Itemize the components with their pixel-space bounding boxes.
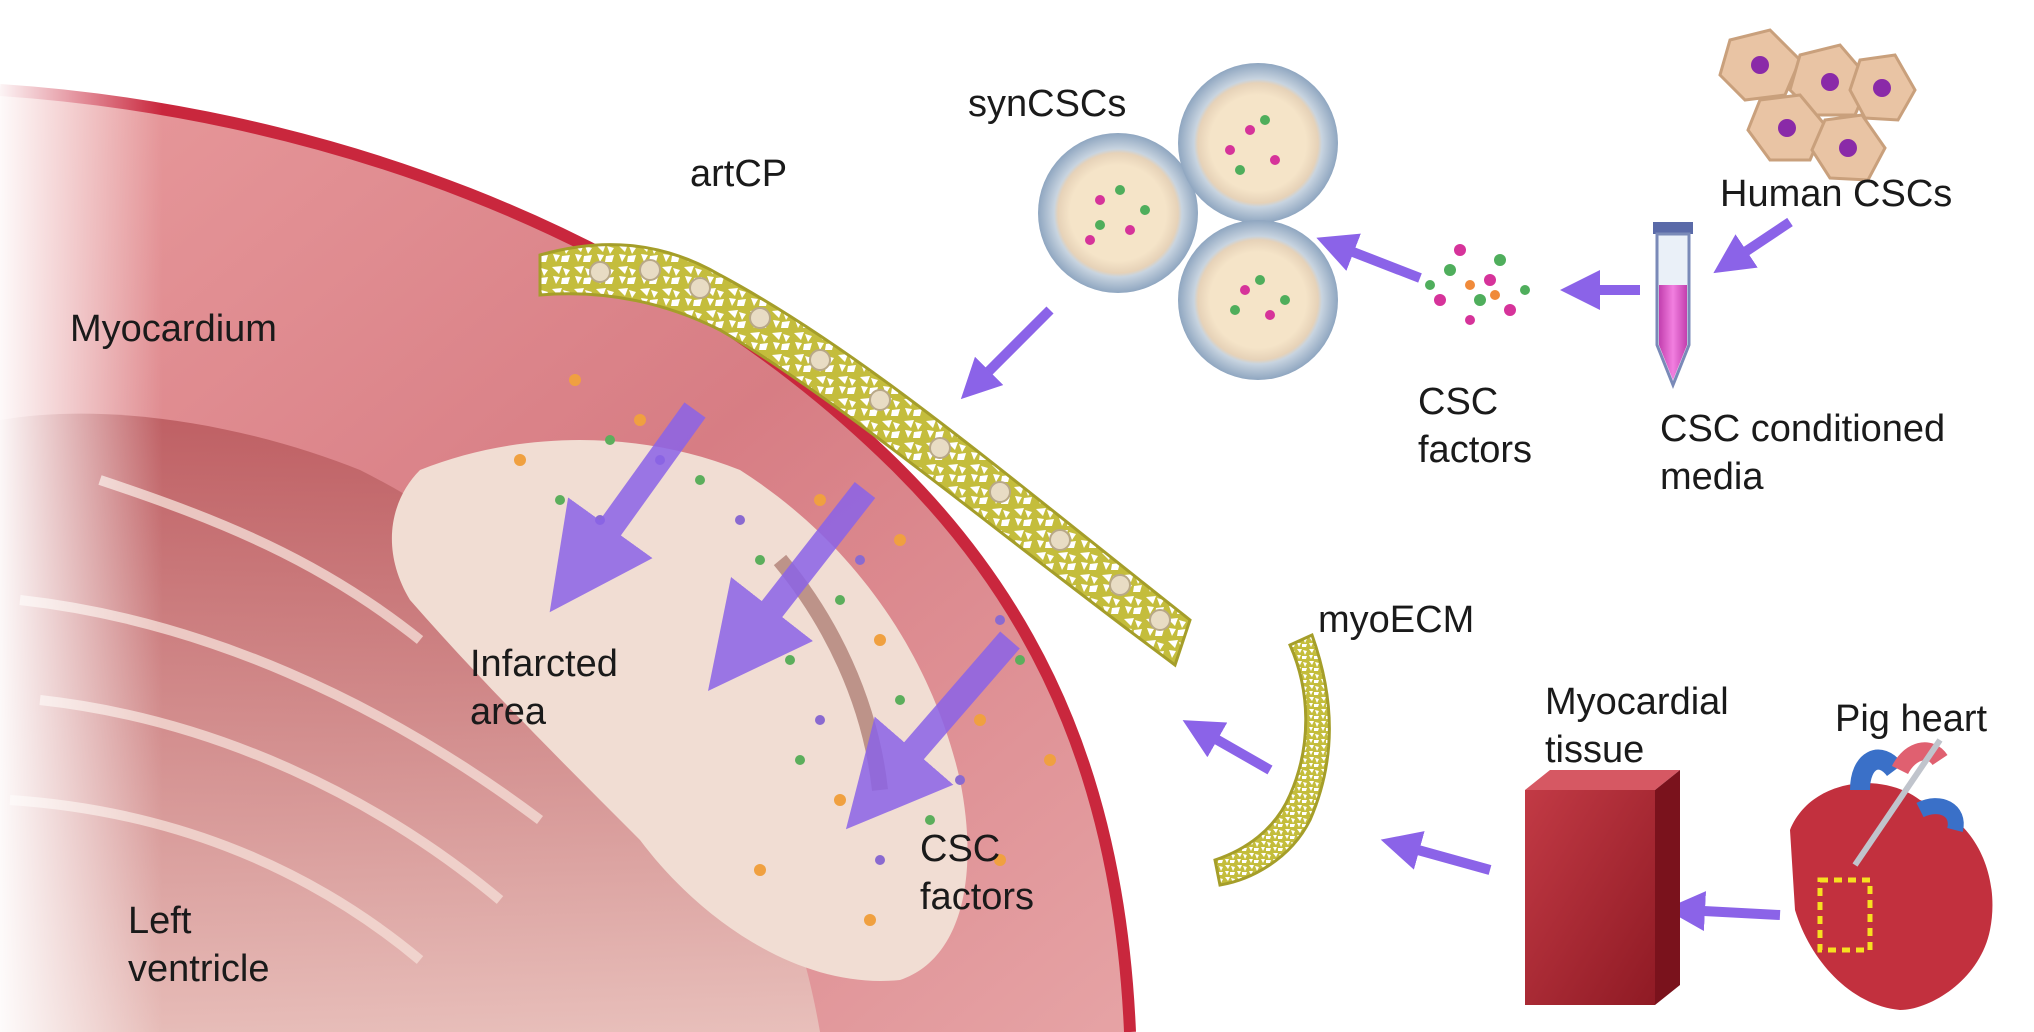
- myoecm-strip: [1213, 632, 1331, 887]
- label-myoecm: myoECM: [1318, 599, 1475, 641]
- pig-heart: [1790, 738, 1993, 1010]
- factor-delivery-arrows: [549, 402, 1020, 830]
- label-artcp: artCP: [690, 153, 788, 195]
- csc-factors-cloud: [1425, 244, 1530, 325]
- syncscs-cluster: [1038, 63, 1338, 380]
- artcp-patch: [538, 243, 1192, 668]
- myocardial-tissue-block: [1525, 770, 1680, 1005]
- media-tube: [1653, 222, 1693, 390]
- label-human-cscs: Human CSCs: [1720, 173, 1953, 215]
- label-myocardium: Myocardium: [70, 308, 277, 350]
- human-cscs-cells: [1718, 28, 1917, 182]
- label-pig-heart: Pig heart: [1835, 698, 1988, 740]
- label-syncscs: synCSCs: [968, 83, 1127, 125]
- process-arrows: [960, 217, 1793, 932]
